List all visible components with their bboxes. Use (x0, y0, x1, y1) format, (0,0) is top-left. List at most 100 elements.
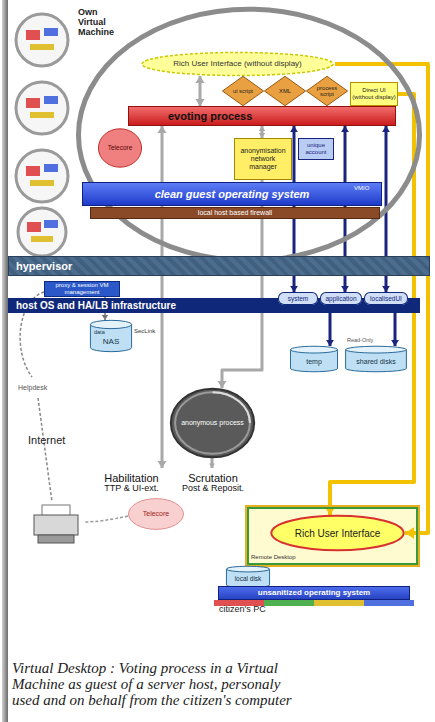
icon-part (44, 164, 58, 172)
text-area: localisedUI (364, 292, 408, 305)
text-area: Rich User Interface (270, 515, 405, 551)
service-label: HabilitationTTP & UI-ext. (95, 468, 168, 498)
cylinder-top (290, 346, 337, 353)
telecore-link (84, 516, 128, 522)
desktop-frame: Remote DesktopRich User Interface (245, 505, 420, 567)
icon-part (44, 96, 58, 104)
node-text: shared disks (356, 358, 395, 366)
telecore-circle: Telecore (98, 128, 142, 168)
icon-part (26, 30, 40, 40)
node-text: temp (306, 358, 322, 366)
citizen-icon (16, 82, 68, 134)
connector (209, 458, 215, 468)
text-holder: citizen's PC (219, 605, 266, 615)
arrow-head (391, 340, 399, 346)
node-text: unique account (300, 142, 332, 155)
storage-cylinder: shared disksRead-Only (345, 346, 407, 372)
caption: Virtual Desktop : Voting process in a Vi… (12, 660, 292, 708)
text-area: ui script (222, 76, 264, 106)
text-area: NAS (90, 320, 132, 352)
connector-line (161, 126, 164, 468)
text-area: unsanitized operating system (218, 586, 410, 600)
arrow-head (326, 340, 334, 346)
text-area: local disk (226, 566, 270, 588)
node-text: Direct UI (without display) (352, 87, 396, 100)
citizen-icon (18, 208, 66, 256)
proxy-box: proxy & session VM management (44, 281, 120, 297)
arrow-head (102, 315, 109, 320)
cylinder-top (226, 566, 269, 572)
free-label: SecLink (134, 328, 155, 335)
text-area: proxy & session VM management (44, 281, 120, 297)
connector (195, 76, 204, 106)
printer-tray (38, 535, 74, 543)
anonymizer-swirl: anonymous process (170, 388, 255, 458)
manager-box: anonymisation network manager (234, 138, 292, 180)
text-area: system (278, 292, 318, 305)
side-bar (2, 0, 8, 722)
swirl-disc (171, 389, 254, 458)
node-text: ui script (233, 88, 253, 94)
text-area: ScrutationPost & Reposit. (178, 468, 248, 498)
node-text: unsanitized operating system (258, 589, 370, 598)
ui-ellipse: Rich User Interface (without display) (140, 52, 335, 76)
printer-symbol (34, 505, 78, 543)
storage-cylinder: temp (290, 346, 338, 372)
outline-ellipse (129, 499, 184, 530)
node-text: anonymisation network manager (236, 147, 290, 170)
node-text: system (288, 295, 309, 302)
node-text: proxy & session VM management (46, 282, 118, 295)
mat-part (364, 600, 414, 606)
icon-ring (16, 82, 68, 134)
text-area: hypervisor (8, 256, 430, 276)
text-area: evoting process (128, 106, 396, 126)
text-area: unique account (298, 138, 334, 160)
text-area: XML (264, 76, 306, 106)
node-text: process script (314, 85, 341, 98)
node-text: data (94, 329, 105, 335)
ui-box: Direct UI (without display) (350, 82, 398, 106)
text-holder: Own Virtual Machine (78, 8, 124, 38)
script-diamond: XML (264, 76, 306, 106)
script-diamond: process script (306, 76, 348, 106)
outline-diamond (222, 76, 263, 105)
arrow-head (259, 126, 266, 131)
storage-cylinder: local disk (226, 566, 270, 588)
text-area: application (320, 292, 362, 305)
arrow-head (290, 126, 298, 132)
node-text: NAS (103, 338, 119, 347)
text-holder: VMIO (354, 185, 369, 192)
free-label: Internet (28, 434, 65, 446)
outline-diamond (264, 76, 305, 105)
service-pill: application (320, 292, 362, 305)
text-area: clean guest operating system (82, 182, 382, 206)
cylinder-top (346, 346, 407, 353)
node-text: evoting process (168, 110, 252, 122)
citizen-icon (16, 14, 68, 66)
text-area: Direct UI (without display) (350, 82, 398, 106)
outline-ellipse (98, 129, 141, 167)
script-diamond: ui script (222, 76, 264, 106)
text-holder: data (94, 329, 105, 335)
node-text: local host based firewall (198, 209, 272, 217)
citizen-icon (16, 150, 68, 202)
os-band: unsanitized operating system (218, 586, 410, 600)
connector (157, 126, 166, 468)
text-area: shared disks (345, 346, 407, 372)
node-text: XML (279, 88, 291, 94)
outline-ellipse (78, 9, 419, 261)
hypervisor-band: hypervisor (8, 256, 430, 276)
arrow-head (195, 76, 204, 83)
icon-part (26, 166, 40, 176)
icon-part (30, 180, 54, 186)
node-text: clean guest operating system (155, 188, 310, 200)
icon-part (31, 236, 53, 242)
helpdesk-link (38, 398, 52, 502)
node-text: Habilitation (104, 472, 158, 484)
text-area: anonymisation network manager (234, 138, 292, 180)
node-text: Rich User Interface (295, 528, 381, 539)
arrow-head (341, 126, 349, 132)
icon-ring (16, 150, 68, 202)
service-label: ScrutationPost & Reposit. (178, 468, 248, 498)
text-area: process script (306, 76, 348, 106)
